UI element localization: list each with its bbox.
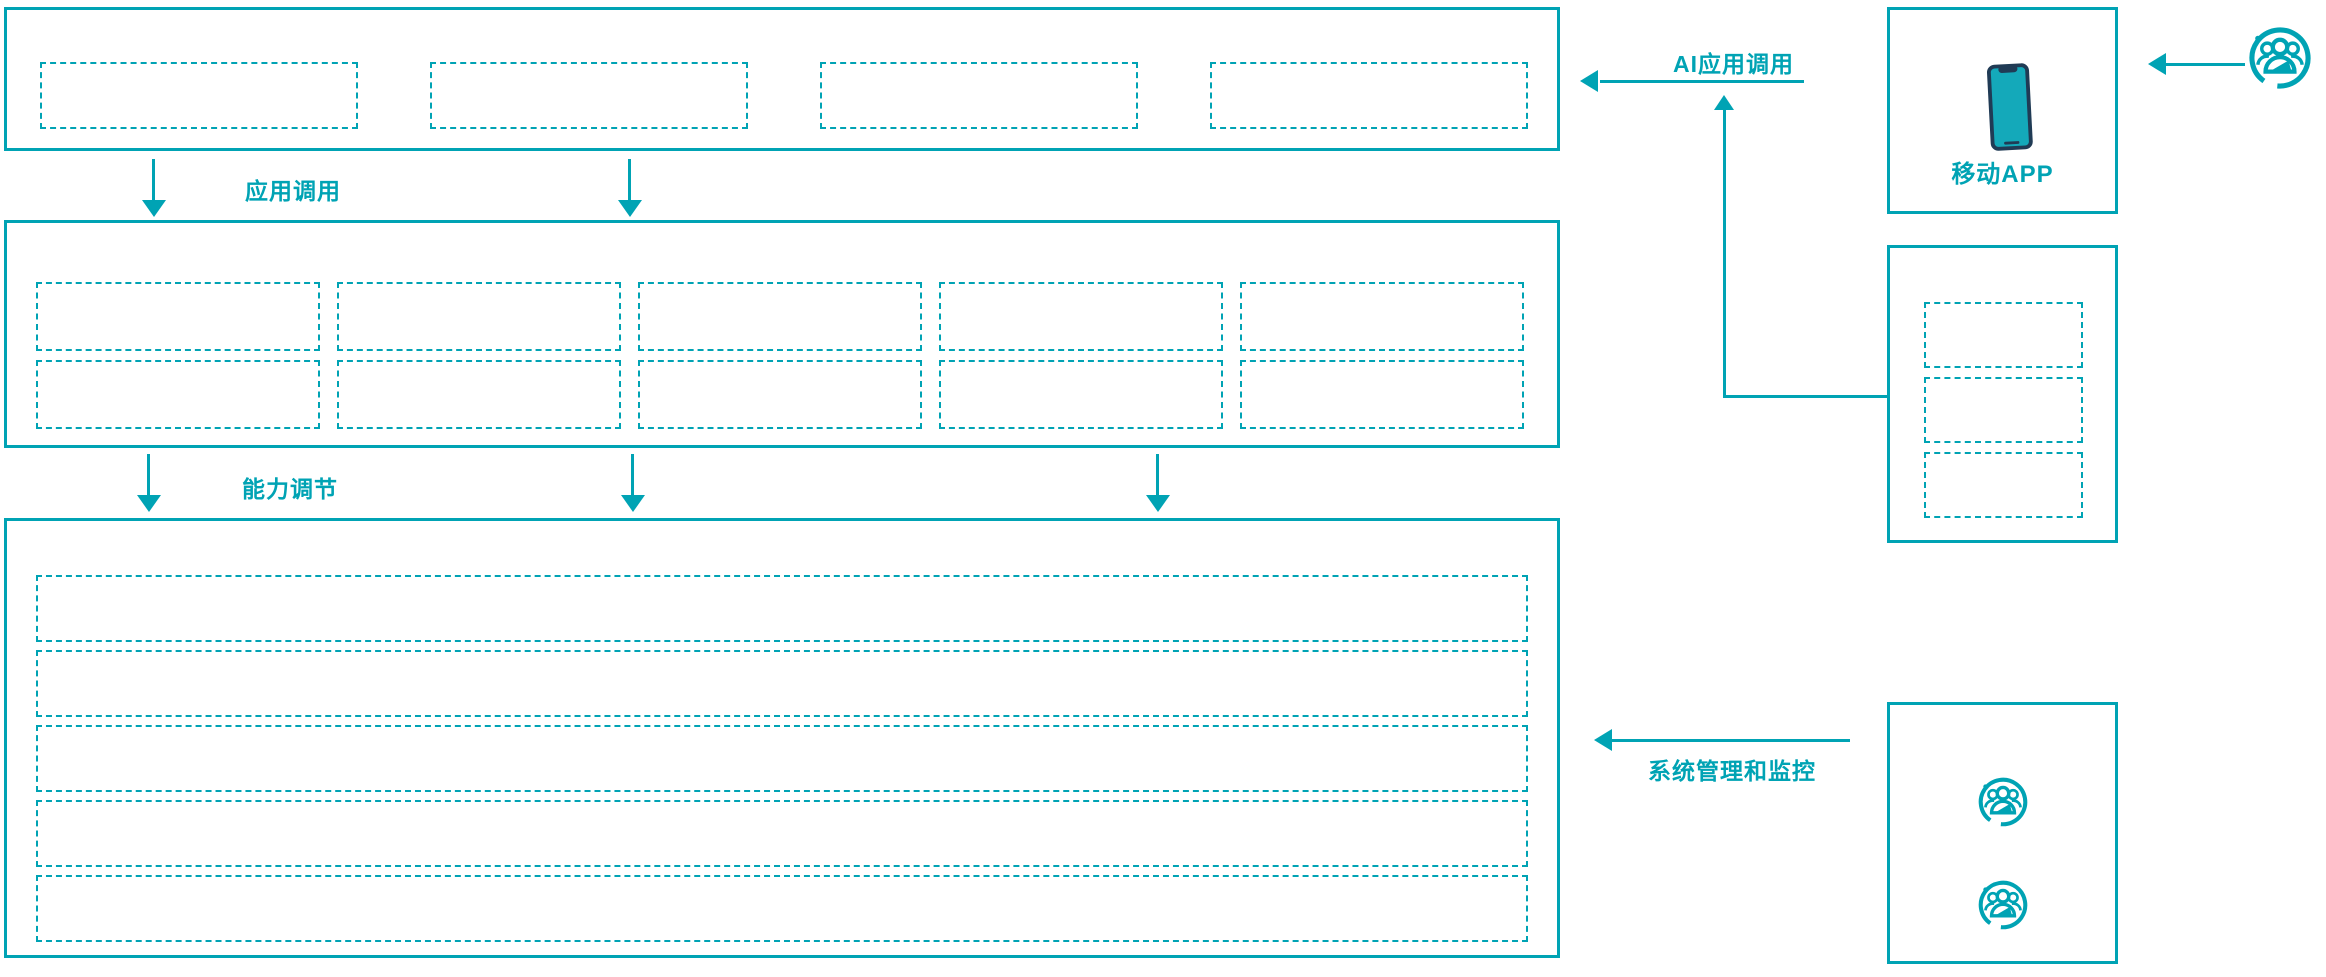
arrow-top-to-middle-2-line — [628, 159, 631, 201]
user-to-mobile-arrow-line — [2165, 63, 2245, 66]
arrow-top-to-middle-2-head — [618, 200, 642, 217]
bottom-band-row — [36, 725, 1528, 792]
top-band-slot — [40, 62, 358, 129]
users-group-icon — [1976, 878, 2030, 937]
elbow-up-arrow-head — [1714, 95, 1734, 110]
integration-slot — [1924, 302, 2083, 368]
app-call-label: 应用调用 — [245, 178, 341, 204]
integration-slot — [1924, 452, 2083, 518]
arrow-middle-to-bottom-3-line — [1156, 454, 1159, 496]
mobile-app-box: 移动APP — [1887, 7, 2118, 214]
arrow-top-to-middle-1-line — [152, 159, 155, 201]
elbow-vertical-line — [1723, 108, 1726, 398]
middle-band-slot — [638, 282, 922, 351]
system-mgmt-label: 系统管理和监控 — [1648, 758, 1816, 784]
admin-box — [1887, 702, 2118, 964]
smartphone-icon — [1986, 61, 2035, 158]
ai-app-call-label: AI应用调用 — [1673, 51, 1794, 77]
capability-adjust-label: 能力调节 — [242, 476, 338, 502]
ai-app-call-arrow-line — [1600, 80, 1804, 83]
bottom-band-row — [36, 875, 1528, 942]
arrow-middle-to-bottom-1-head — [137, 495, 161, 512]
arrow-middle-to-bottom-2-line — [631, 454, 634, 496]
top-band-slot — [820, 62, 1138, 129]
arrow-top-to-middle-1-head — [142, 200, 166, 217]
bottom-band — [4, 518, 1560, 958]
arrow-middle-to-bottom-1-line — [147, 454, 150, 496]
middle-band-slot — [36, 282, 320, 351]
integration-slots — [1924, 302, 2083, 518]
mobile-app-label: 移动APP — [1951, 161, 2054, 188]
middle-band-slot — [337, 282, 621, 351]
middle-band-slot — [337, 360, 621, 429]
bottom-band-row — [36, 575, 1528, 642]
system-mgmt-arrow-line — [1612, 739, 1850, 742]
middle-band-slot — [36, 360, 320, 429]
middle-band-slot — [939, 360, 1223, 429]
bottom-band-rows — [36, 575, 1528, 942]
bottom-band-row — [36, 800, 1528, 867]
top-band-slot-row — [40, 62, 1528, 129]
admin-user-icons — [1890, 775, 2115, 937]
top-band-slot — [1210, 62, 1528, 129]
top-band — [4, 7, 1560, 151]
integration-slot — [1924, 377, 2083, 443]
top-band-slot — [430, 62, 748, 129]
middle-band-slot — [638, 360, 922, 429]
middle-band-row-2 — [36, 360, 1524, 429]
arrow-middle-to-bottom-2-head — [621, 495, 645, 512]
system-mgmt-arrow-head — [1594, 729, 1612, 751]
arrow-middle-to-bottom-3-head — [1146, 495, 1170, 512]
middle-band-slot — [939, 282, 1223, 351]
users-group-icon — [2246, 24, 2314, 97]
user-to-mobile-arrow-head — [2148, 53, 2166, 75]
middle-band-slot — [1240, 360, 1524, 429]
middle-band-row-1 — [36, 282, 1524, 351]
bottom-band-row — [36, 650, 1528, 717]
ai-app-call-arrow-head — [1580, 70, 1598, 92]
elbow-horizontal-line — [1723, 395, 1887, 398]
middle-band-slot — [1240, 282, 1524, 351]
users-group-icon — [1976, 775, 2030, 834]
middle-band — [4, 220, 1560, 448]
integration-box — [1887, 245, 2118, 543]
